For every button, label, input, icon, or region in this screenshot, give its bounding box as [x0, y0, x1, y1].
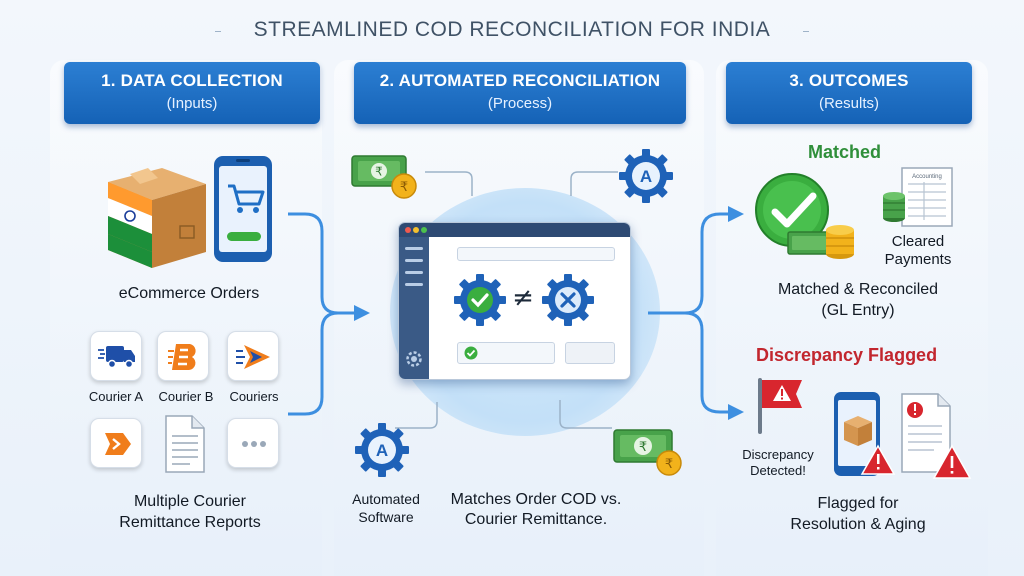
rupee-cash-icon: ₹ ₹	[351, 155, 417, 199]
page-title: STREAMLINED COD RECONCILIATION FOR INDIA	[253, 18, 771, 41]
column-inputs-bg	[50, 60, 322, 576]
window-titlebar	[399, 223, 630, 237]
couriers-tile	[227, 331, 279, 381]
courier-b-label: Courier B	[158, 389, 214, 404]
courier-report-tile	[90, 418, 142, 468]
cleared-payments-line2: Payments	[884, 251, 952, 268]
software-window	[398, 222, 631, 380]
header-subtitle: (Process)	[487, 95, 553, 112]
sidebar-line	[405, 271, 423, 274]
matched-heading: Matched	[808, 142, 882, 162]
rupee-symbol: ₹	[639, 440, 647, 455]
red-warning-flag-icon	[758, 378, 802, 434]
window-sidebar	[399, 237, 429, 379]
rupee-symbol: ₹	[375, 165, 383, 179]
header-title: 1. DATA COLLECTION	[101, 71, 283, 90]
settings-gear-icon	[406, 351, 422, 367]
flagged-resolution-line2: Resolution & Aging	[790, 516, 926, 533]
header-data-collection: 1. DATA COLLECTION (Inputs)	[64, 62, 320, 124]
matches-label-line1: Matches Order COD vs.	[450, 491, 622, 508]
matches-label-line2: Courier Remittance.	[464, 511, 608, 528]
sidebar-line	[405, 283, 423, 286]
accounting-label: Accounting	[912, 174, 942, 180]
window-maximize-dot	[421, 227, 427, 233]
courier-a-tile	[90, 331, 142, 381]
header-title: 3. OUTCOMES	[789, 71, 909, 90]
document-report-icon	[165, 415, 205, 473]
courier-b-logo-icon	[168, 344, 196, 370]
window-close-dot	[405, 227, 411, 233]
courier-a-label: Courier A	[88, 389, 144, 404]
header-automated-reconciliation: 2. AUTOMATED RECONCILIATION (Process)	[354, 62, 686, 124]
automated-software-gear-icon: A	[355, 423, 409, 477]
reports-label-line1: Multiple Courier	[133, 493, 247, 510]
fast-arrow-logo-icon	[236, 345, 270, 369]
automated-software-line1: Automated	[352, 491, 420, 507]
column-outcomes-bg	[716, 60, 988, 576]
gear-letter: A	[376, 441, 388, 460]
result-row-ok	[457, 342, 555, 364]
title-rule-left	[215, 31, 221, 32]
gear-letter: A	[640, 167, 652, 186]
package-box-india-flag-icon	[108, 168, 206, 268]
matched-reconciled-line2: (GL Entry)	[821, 302, 895, 319]
automated-software-line2: Software	[358, 509, 414, 525]
window-minimize-dot	[413, 227, 419, 233]
title-rule-right	[803, 31, 809, 32]
not-equal-sign: ≠	[512, 283, 534, 313]
phone-package-warning-icon	[834, 392, 896, 476]
automation-gear-icon: A	[619, 149, 673, 203]
more-reports-tile	[227, 418, 279, 468]
courier-logo-icon	[105, 433, 131, 455]
header-title: 2. AUTOMATED RECONCILIATION	[379, 71, 661, 90]
header-outcomes: 3. OUTCOMES (Results)	[726, 62, 972, 124]
matched-reconciled-line1: Matched & Reconciled	[777, 281, 939, 298]
rupee-cash-remittance-icon: ₹ ₹	[613, 429, 682, 476]
reports-label-line2: Remittance Reports	[119, 514, 261, 531]
matched-check-coins-icon	[755, 173, 854, 259]
ecommerce-orders-label: eCommerce Orders	[118, 285, 260, 302]
delivery-truck-icon	[98, 346, 135, 369]
window-top-bar	[457, 247, 615, 261]
sidebar-line	[405, 259, 423, 262]
discrepancy-detected-line2: Detected!	[750, 463, 806, 478]
more-dots-icon	[242, 441, 266, 447]
cleared-payments-line1: Cleared	[891, 233, 945, 250]
accounting-ledger-icon: Accounting	[883, 167, 953, 227]
result-row-pending	[565, 342, 615, 364]
courier-b-tile	[157, 331, 209, 381]
flagged-resolution-line1: Flagged for	[817, 495, 899, 512]
header-subtitle: (Inputs)	[166, 95, 218, 112]
discrepancy-heading: Discrepancy Flagged	[756, 345, 938, 365]
smartphone-shopping-cart-icon	[214, 156, 272, 262]
result-check-icon	[464, 346, 478, 360]
sidebar-line	[405, 247, 423, 250]
header-subtitle: (Results)	[818, 95, 879, 112]
rupee-coin-symbol: ₹	[665, 457, 673, 472]
couriers-label: Couriers	[229, 389, 279, 404]
rupee-coin-symbol: ₹	[400, 180, 408, 195]
match-gear-check-icon	[454, 274, 506, 326]
discrepancy-detected-line1: Discrepancy	[742, 447, 814, 462]
mismatch-gear-x-icon	[542, 274, 594, 326]
document-error-warning-icon	[901, 393, 972, 479]
